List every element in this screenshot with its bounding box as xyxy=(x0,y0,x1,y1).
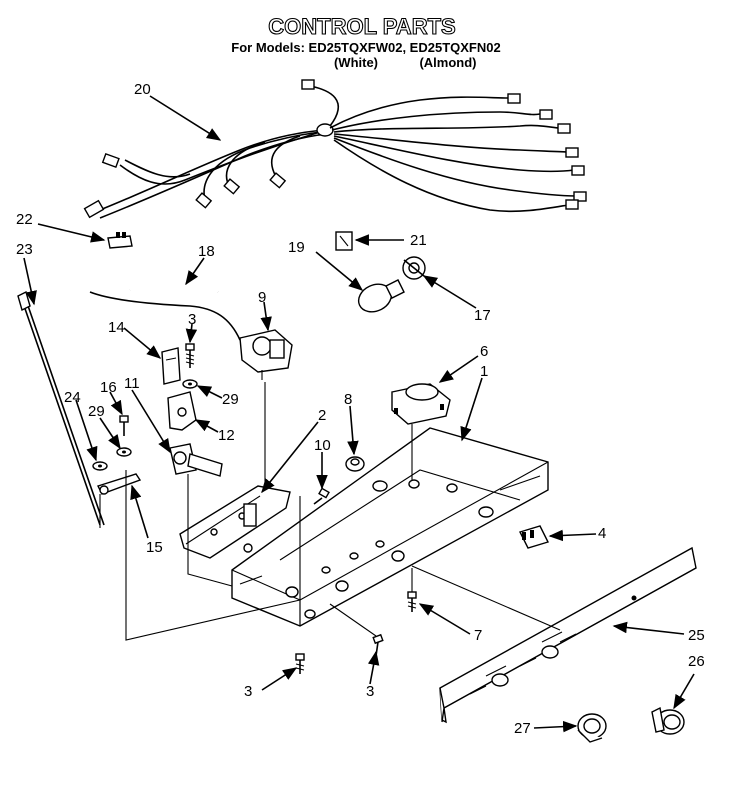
callout-23: 23 xyxy=(16,241,33,258)
bracket-part-14 xyxy=(161,347,181,385)
light-bulb-part-19 xyxy=(357,279,405,313)
callout-29-top: 29 xyxy=(222,391,239,408)
diagram-title: CONTROL PARTS xyxy=(268,14,455,39)
callout-19: 19 xyxy=(288,239,305,256)
screw-part-3-bottom-right xyxy=(372,633,384,657)
bracket-part-12 xyxy=(167,391,197,431)
callout-22: 22 xyxy=(16,211,33,228)
callout-10: 10 xyxy=(314,437,331,454)
screw-part-3-bottom-left xyxy=(295,653,305,674)
callout-2: 2 xyxy=(318,407,326,424)
shaft-part-11 xyxy=(169,443,223,477)
callout-8: 8 xyxy=(344,391,352,408)
callout-29-left: 29 xyxy=(88,403,105,420)
callout-9: 9 xyxy=(258,289,266,306)
color-white-label: (White) xyxy=(334,55,378,70)
bracket-part-2 xyxy=(179,485,291,559)
callout-6: 6 xyxy=(480,343,488,360)
leader-lines xyxy=(23,95,695,733)
callout-7: 7 xyxy=(474,627,482,644)
assembly-lines xyxy=(99,382,561,641)
timer-part-6 xyxy=(391,383,451,425)
clip-part-21 xyxy=(335,231,353,251)
screw-part-3-top xyxy=(185,343,195,368)
callout-11: 11 xyxy=(124,375,140,392)
screw-part-7 xyxy=(407,591,417,612)
screw-part-10 xyxy=(313,487,330,505)
callout-17: 17 xyxy=(474,307,491,324)
callout-20: 20 xyxy=(134,81,151,98)
screw-part-16 xyxy=(119,415,129,436)
lever-part-15 xyxy=(97,473,142,495)
knob-part-26 xyxy=(651,706,685,735)
callout-1: 1 xyxy=(480,363,488,380)
color-almond-label: (Almond) xyxy=(419,55,476,70)
callout-18: 18 xyxy=(198,243,215,260)
callout-24: 24 xyxy=(64,389,81,406)
callout-26: 26 xyxy=(688,653,705,670)
knob-part-8 xyxy=(345,456,365,472)
callout-27: 27 xyxy=(514,720,531,737)
control-panel-part-25 xyxy=(439,546,697,724)
callout-25: 25 xyxy=(688,627,705,644)
wiring-harness xyxy=(83,79,587,219)
callout-3-bottom-right: 3 xyxy=(366,683,374,700)
callout-21: 21 xyxy=(410,232,427,249)
callout-12: 12 xyxy=(218,427,235,444)
callout-14: 14 xyxy=(108,319,125,336)
switch-part-4 xyxy=(519,525,549,549)
clip-part-22 xyxy=(107,232,133,249)
washer-part-29-top xyxy=(182,379,198,389)
callout-3-bottom-left: 3 xyxy=(244,683,252,700)
washer-part-24 xyxy=(92,461,108,471)
thermostat-part-9 xyxy=(89,291,293,380)
knob-part-27 xyxy=(577,713,607,743)
socket-part-17 xyxy=(402,256,426,280)
models-line: For Models: ED25TQXFW02, ED25TQXFN02 xyxy=(231,40,500,55)
control-housing-part-1 xyxy=(231,427,549,627)
washer-part-29-left xyxy=(116,447,132,457)
callout-4: 4 xyxy=(598,525,606,542)
callout-3-top: 3 xyxy=(188,311,196,328)
callout-15: 15 xyxy=(146,539,163,556)
callout-16: 16 xyxy=(100,379,117,396)
